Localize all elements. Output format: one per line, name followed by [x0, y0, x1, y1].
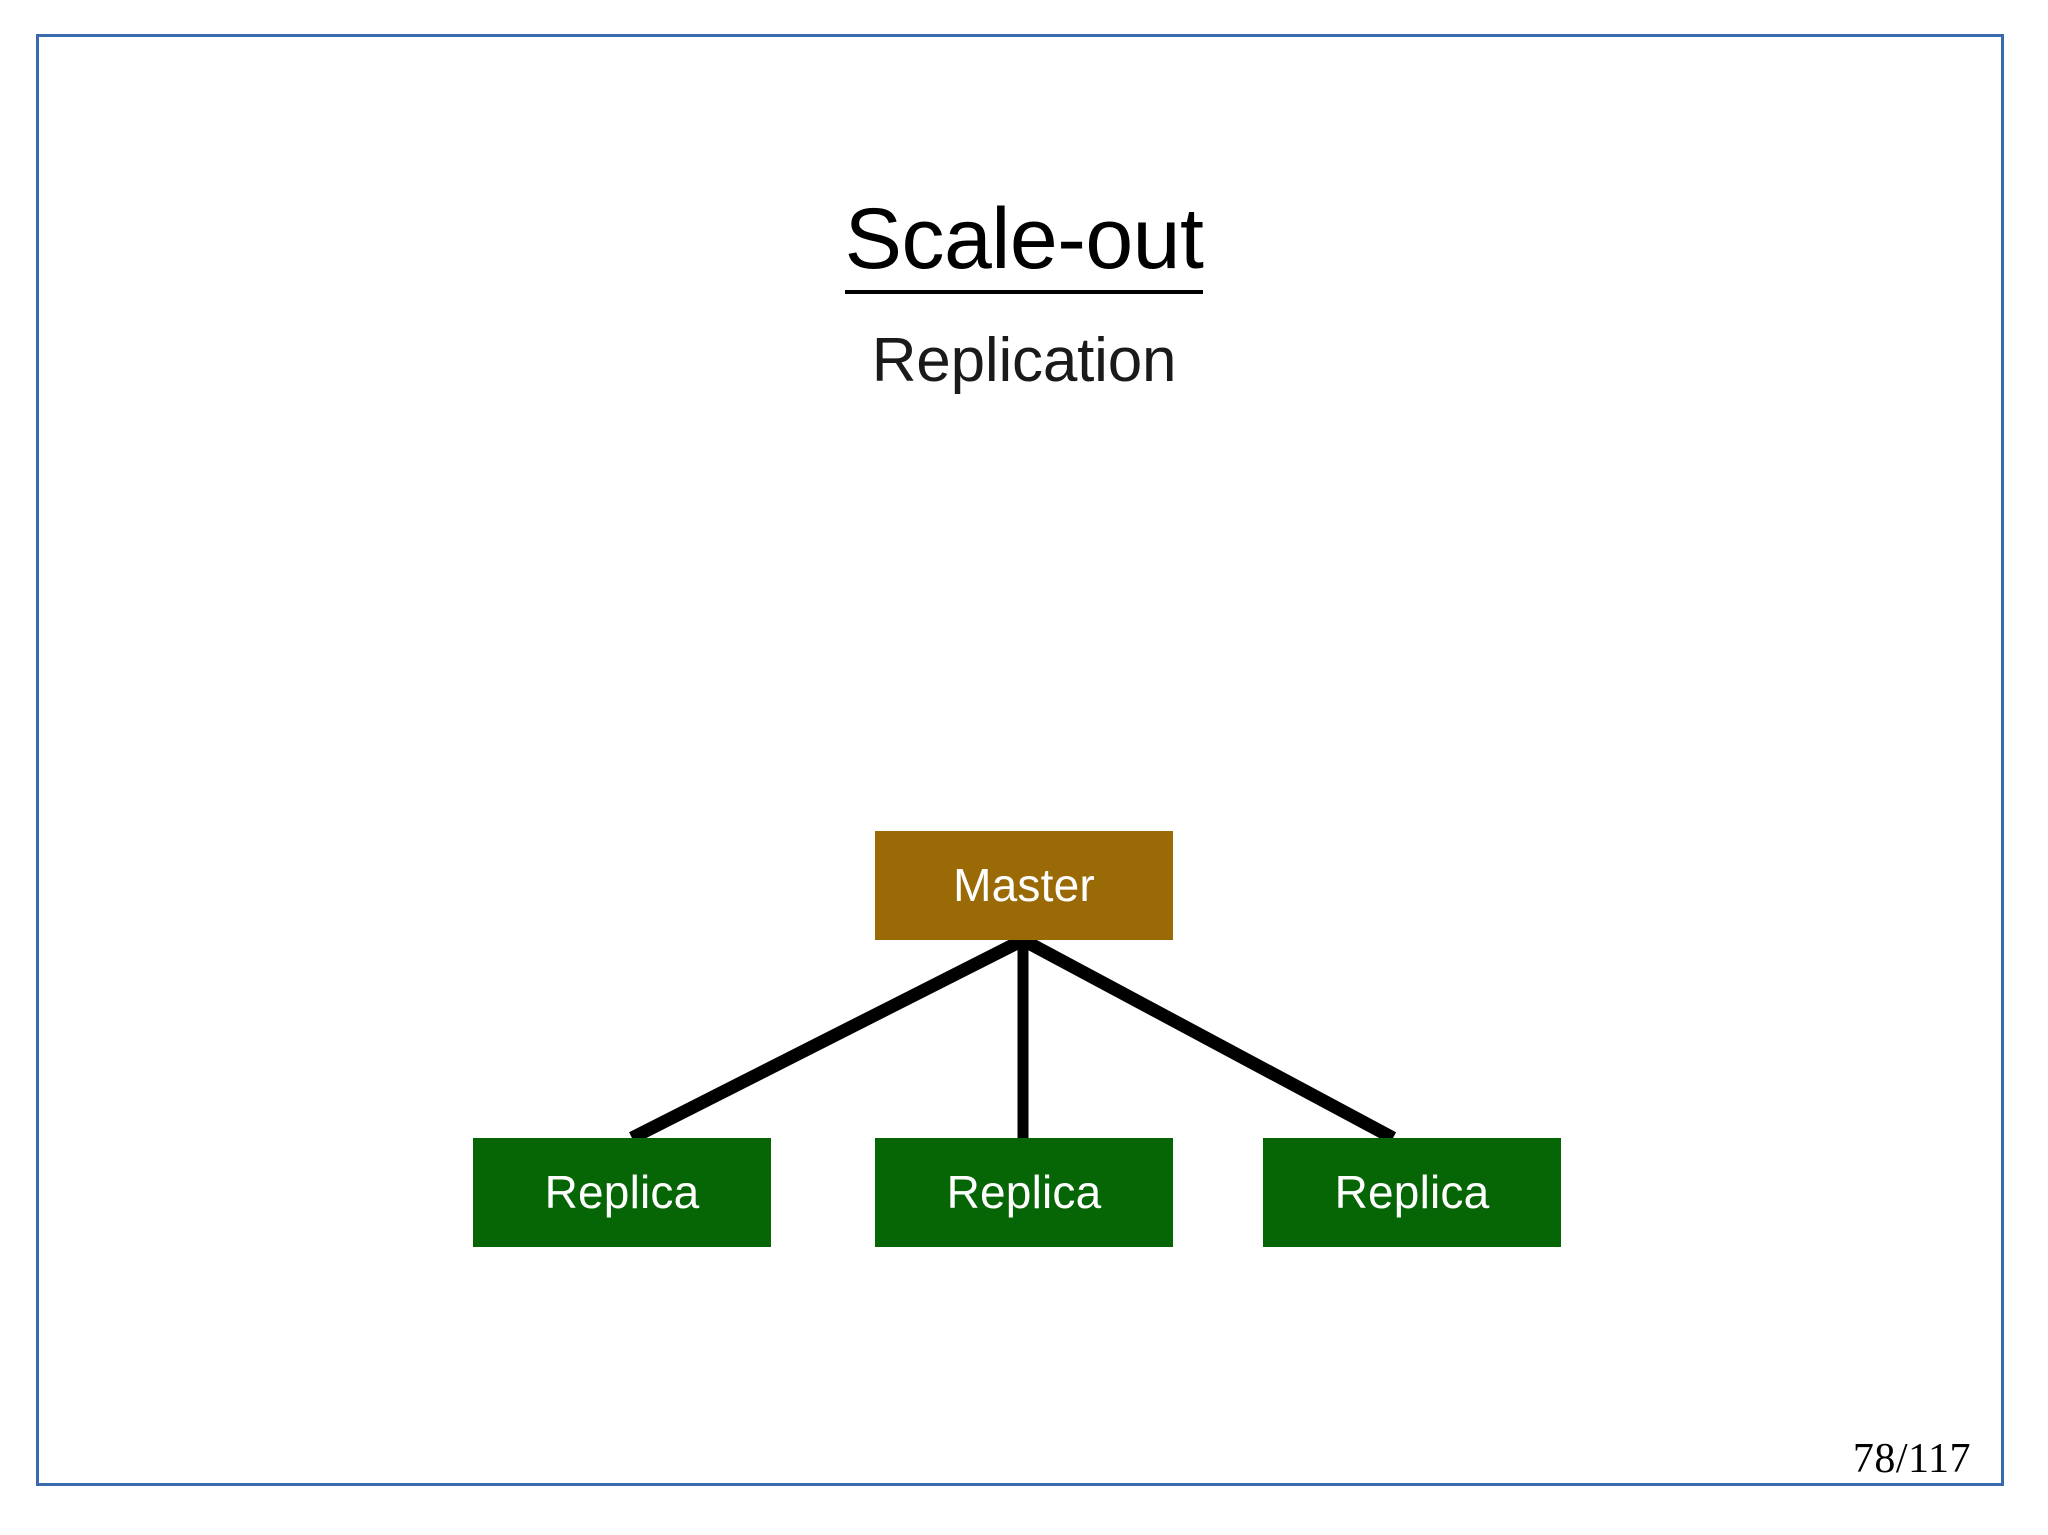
subtitle-area: Replication	[0, 330, 2048, 392]
title-area: Scale-out	[0, 196, 2048, 294]
page-subtitle: Replication	[871, 326, 1177, 395]
page-number: 78/117	[1852, 1436, 1971, 1482]
page-title: Scale-out	[844, 196, 1204, 294]
